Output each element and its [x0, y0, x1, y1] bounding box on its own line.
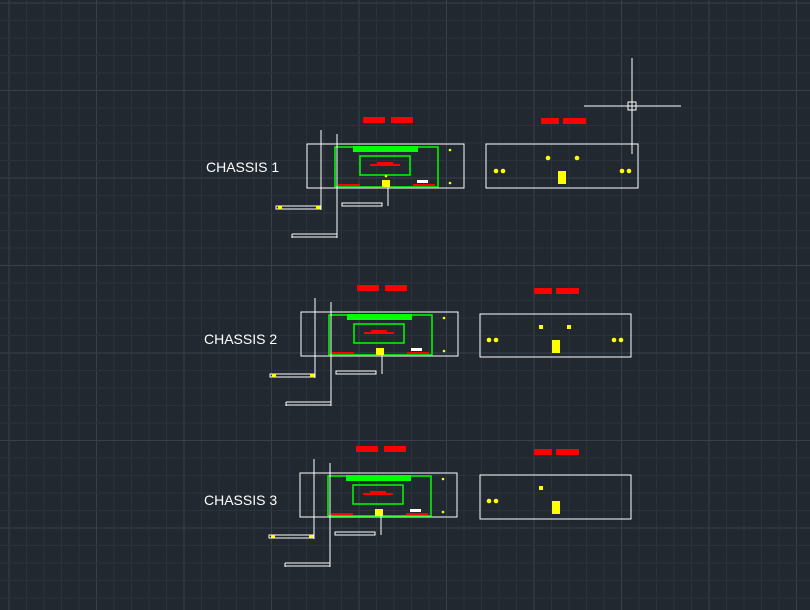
crosshair-cursor-icon: [584, 58, 681, 154]
chassis-label: CHASSIS 1: [206, 159, 279, 175]
chassis-3-group[interactable]: CHASSIS 3: [204, 446, 632, 567]
side-view: [269, 285, 459, 406]
side-view: [268, 446, 458, 567]
side-view: [275, 117, 465, 238]
chassis-label: CHASSIS 2: [204, 331, 277, 347]
chassis-label: CHASSIS 3: [204, 492, 277, 508]
chassis-1-group[interactable]: CHASSIS 1: [206, 117, 639, 238]
chassis-2-group[interactable]: CHASSIS 2: [204, 285, 632, 406]
end-view: [479, 449, 632, 520]
end-view: [479, 288, 632, 358]
end-view: [485, 118, 639, 189]
